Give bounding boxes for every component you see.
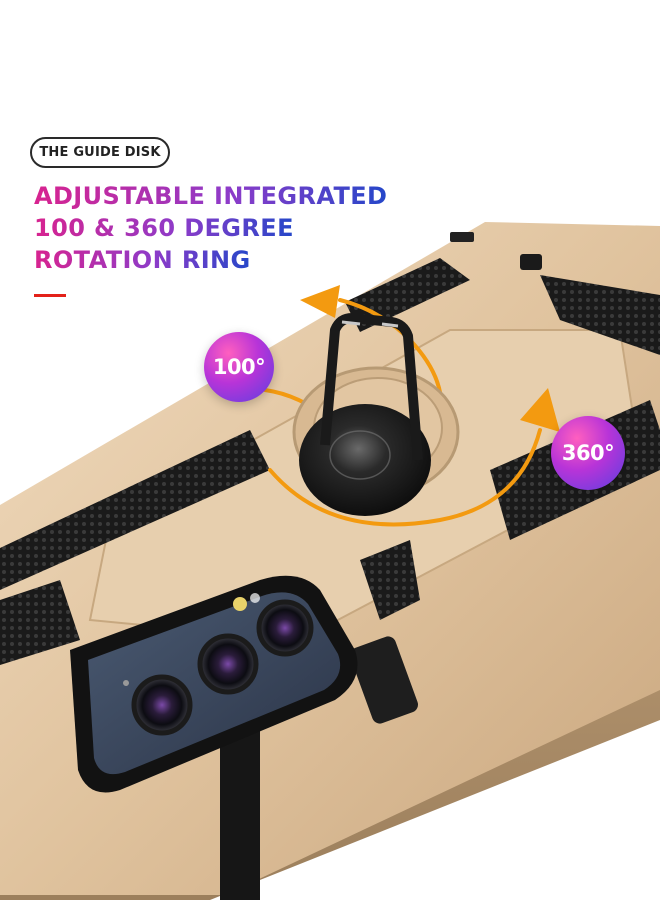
camera-lens-icon: [197, 633, 259, 695]
camera-module: [70, 575, 358, 793]
ring-holder-icon: [292, 313, 460, 516]
accent-divider: [34, 294, 66, 297]
guide-disk-label: THE GUIDE DISK: [30, 137, 170, 168]
phone-case: [0, 222, 660, 900]
headline: ADJUSTABLE INTEGRATED 100 & 360 DEGREE R…: [34, 180, 387, 276]
headline-line-3: ROTATION RING: [34, 246, 251, 274]
camera-lens-icon: [256, 599, 314, 657]
headline-line-2: 100 & 360 DEGREE: [34, 214, 294, 242]
badge-100-degree: 100°: [204, 332, 274, 402]
badge-360-degree: 360°: [551, 416, 625, 490]
camera-lens-icon: [131, 674, 193, 736]
headline-line-1: ADJUSTABLE INTEGRATED: [34, 182, 388, 210]
